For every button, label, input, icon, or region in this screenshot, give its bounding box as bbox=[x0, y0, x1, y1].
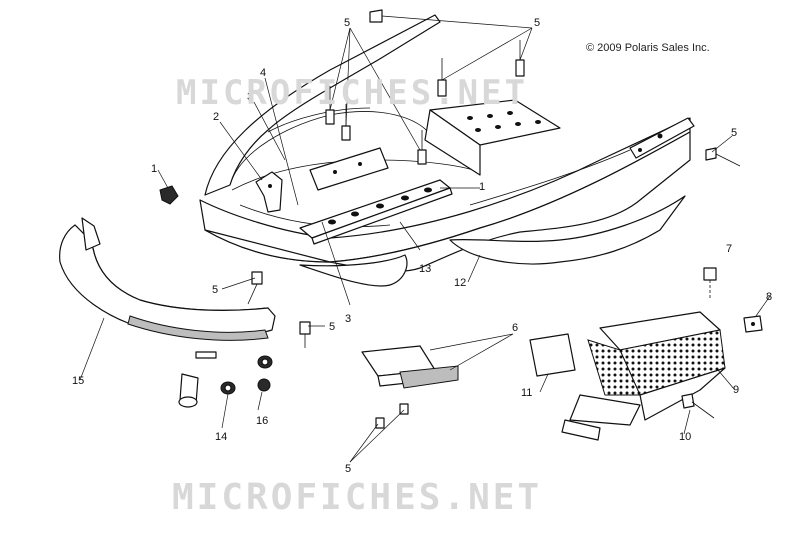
copyright-notice: © 2009 Polaris Sales Inc. bbox=[586, 42, 710, 54]
callout-2: 2 bbox=[213, 111, 219, 123]
callout-5d: 5 bbox=[212, 284, 218, 296]
bumper-bolt-14 bbox=[178, 373, 199, 408]
clip-nut-8 bbox=[743, 315, 763, 333]
clip-bracket bbox=[255, 171, 283, 213]
rivets bbox=[247, 9, 741, 429]
watermark-bottom: MICROFICHES.NET bbox=[172, 477, 543, 518]
callout-5e: 5 bbox=[329, 321, 335, 333]
callout-5c: 5 bbox=[731, 127, 737, 139]
callout-1b: 1 bbox=[479, 181, 485, 193]
push-nut bbox=[159, 185, 179, 205]
guard-cover-9 bbox=[561, 311, 726, 441]
inner-bracket bbox=[309, 147, 389, 191]
watermark-top: MICROFICHES.NET bbox=[176, 73, 529, 113]
mount-plate-6 bbox=[361, 345, 459, 389]
callout-6: 6 bbox=[512, 322, 518, 334]
callout-9: 9 bbox=[733, 384, 739, 396]
callout-15: 15 bbox=[72, 375, 84, 387]
callout-10: 10 bbox=[679, 431, 691, 443]
bolt-7 bbox=[703, 267, 717, 300]
callout-7: 7 bbox=[726, 243, 732, 255]
callout-5f: 5 bbox=[345, 463, 351, 475]
callout-13: 13 bbox=[419, 263, 431, 275]
upper-rear-plate bbox=[424, 99, 561, 176]
callout-14: 14 bbox=[215, 431, 227, 443]
callout-3a: 3 bbox=[247, 91, 253, 103]
leader-lines bbox=[79, 15, 771, 463]
label-11 bbox=[529, 333, 576, 377]
callout-8: 8 bbox=[766, 291, 772, 303]
callout-1a: 1 bbox=[151, 163, 157, 175]
callout-16: 16 bbox=[256, 415, 268, 427]
callout-12: 12 bbox=[454, 277, 466, 289]
belly-pan-hull bbox=[199, 14, 695, 287]
callout-11: 11 bbox=[521, 387, 532, 399]
spacer-16 bbox=[220, 355, 273, 395]
callout-4: 4 bbox=[260, 67, 266, 79]
callout-5a: 5 bbox=[344, 17, 350, 29]
callout-3b: 3 bbox=[345, 313, 351, 325]
callout-5b: 5 bbox=[534, 17, 540, 29]
front-bumper bbox=[59, 217, 276, 359]
